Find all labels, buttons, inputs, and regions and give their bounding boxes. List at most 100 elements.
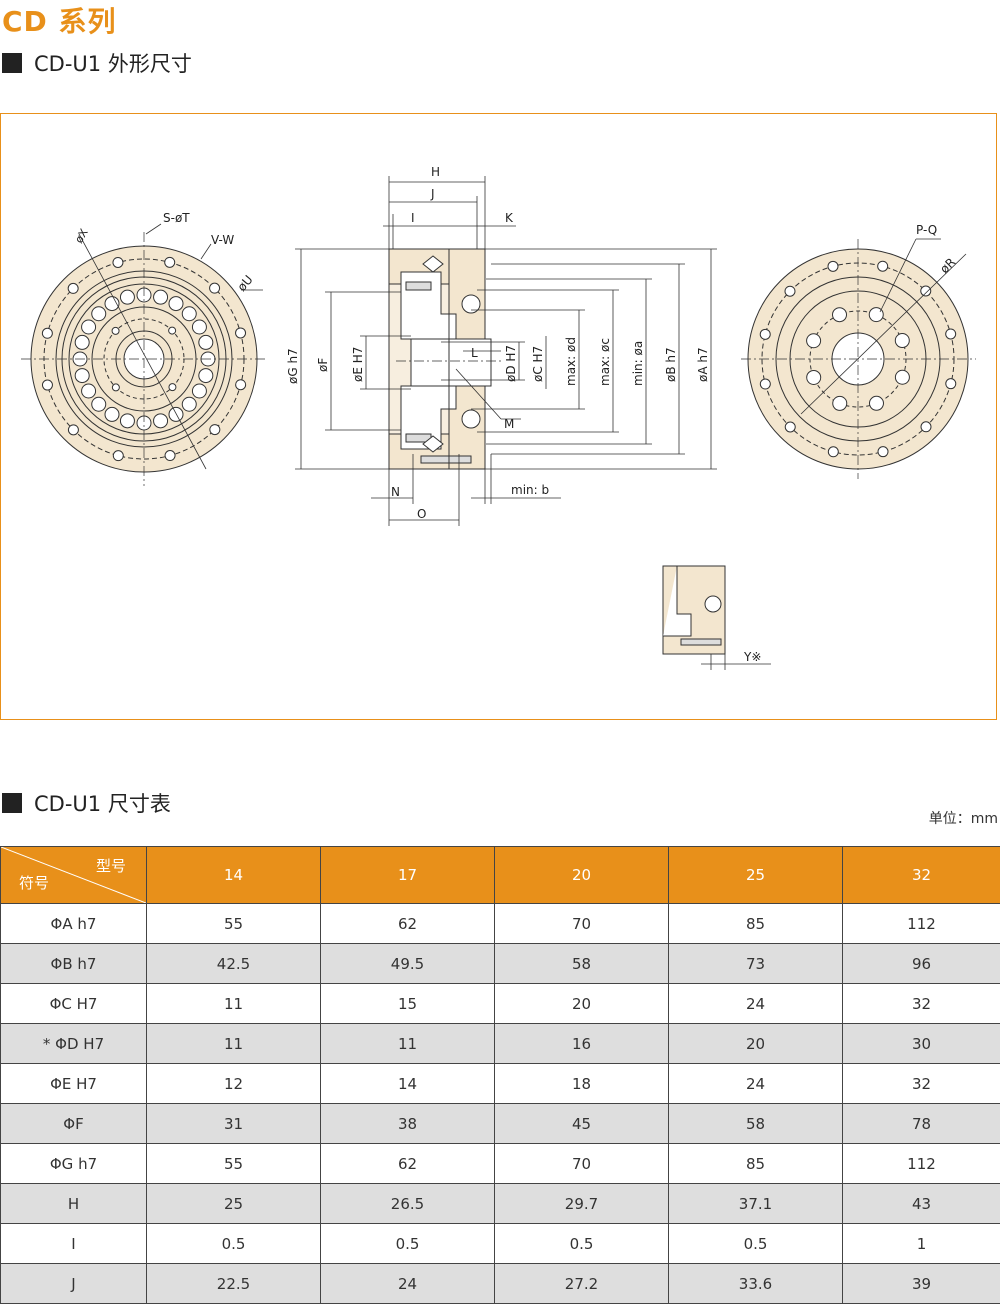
value-cell: 11 — [146, 1023, 321, 1064]
value-cell: 70 — [494, 1143, 669, 1184]
value-cell: 112 — [842, 903, 1000, 944]
outline-section-title: CD-U1 外形尺寸 — [34, 52, 192, 76]
table-section-title: CD-U1 尺寸表 — [34, 792, 171, 816]
bolt-hole-icon — [827, 260, 839, 272]
roller-icon — [91, 396, 107, 412]
label-y: Y※ — [743, 650, 761, 664]
roller-icon — [119, 413, 135, 429]
value-cell: 26.5 — [320, 1183, 495, 1224]
row-symbol-cell: ΦA h7 — [0, 903, 147, 944]
value-cell: 12 — [146, 1063, 321, 1104]
section-square-icon — [2, 53, 22, 73]
value-cell: 0.5 — [320, 1223, 495, 1264]
label-max-d: max: ød — [564, 337, 578, 386]
value-cell: 58 — [494, 943, 669, 984]
label-j: J — [430, 187, 435, 201]
value-cell: 24 — [668, 1063, 843, 1104]
label-x: øX — [72, 226, 91, 245]
row-symbol-cell: ΦG h7 — [0, 1143, 147, 1184]
roller-icon — [181, 396, 197, 412]
bolt-hole-icon — [806, 369, 822, 385]
value-cell: 78 — [842, 1103, 1000, 1144]
table-section-heading: CD-U1 尺寸表 — [2, 788, 171, 818]
value-cell: 42.5 — [146, 943, 321, 984]
bolt-hole-icon — [67, 282, 79, 294]
roller-icon — [74, 334, 90, 350]
bolt-hole-icon — [877, 446, 889, 458]
label-c: øC H7 — [531, 346, 545, 382]
value-cell: 16 — [494, 1023, 669, 1064]
label-m: M — [504, 417, 514, 431]
row-symbol-cell: ΦC H7 — [0, 983, 147, 1024]
value-cell: 96 — [842, 943, 1000, 984]
value-cell: 30 — [842, 1023, 1000, 1064]
value-cell: 24 — [320, 1263, 495, 1304]
roller-icon — [198, 368, 214, 384]
bolt-hole-icon — [67, 424, 79, 436]
value-cell: 58 — [668, 1103, 843, 1144]
value-cell: 62 — [320, 1143, 495, 1184]
bolt-hole-icon — [41, 379, 53, 391]
roller-icon — [104, 406, 120, 422]
outline-drawing: øX S-øT V-W øU — [21, 165, 976, 670]
bolt-hole-icon — [877, 260, 889, 272]
model-header: 14 — [146, 846, 321, 904]
bolt-hole-icon — [759, 378, 771, 390]
bolt-hole-icon — [894, 369, 910, 385]
bolt-hole-icon — [945, 378, 957, 390]
value-cell: 11 — [320, 1023, 495, 1064]
roller-icon — [153, 413, 169, 429]
value-cell: 0.5 — [494, 1223, 669, 1264]
roller-icon — [81, 383, 97, 399]
roller-icon — [191, 383, 207, 399]
value-cell: 31 — [146, 1103, 321, 1144]
bolt-hole-icon — [868, 307, 884, 323]
label-p-q: P-Q — [916, 223, 937, 237]
table-corner-cell: 型号 符号 — [0, 846, 147, 904]
bolt-hole-icon — [168, 383, 177, 392]
bolt-hole-icon — [920, 285, 932, 297]
row-symbol-cell: I — [0, 1223, 147, 1264]
roller-icon — [181, 306, 197, 322]
corner-model-label: 型号 — [95, 857, 126, 875]
row-symbol-cell: H — [0, 1183, 147, 1224]
label-s-t: S-øT — [163, 211, 190, 225]
value-cell: 38 — [320, 1103, 495, 1144]
corner-symbol-label: 符号 — [19, 874, 50, 892]
model-header: 17 — [320, 846, 495, 904]
row-symbol-cell: ΦB h7 — [0, 943, 147, 984]
roller-icon — [104, 296, 120, 312]
value-cell: 85 — [668, 903, 843, 944]
value-cell: 55 — [146, 1143, 321, 1184]
value-cell: 85 — [668, 1143, 843, 1184]
bolt-hole-icon — [209, 424, 221, 436]
roller-icon — [153, 289, 169, 305]
value-cell: 43 — [842, 1183, 1000, 1224]
value-cell: 1 — [842, 1223, 1000, 1264]
roller-icon — [81, 319, 97, 335]
unit-label: 单位：mm — [928, 811, 998, 827]
value-cell: 32 — [842, 1063, 1000, 1104]
label-l: L — [471, 346, 478, 360]
label-f: øF — [316, 358, 330, 372]
bolt-hole-icon — [920, 421, 932, 433]
bolt-hole-icon — [111, 383, 120, 392]
bolt-hole-icon — [894, 333, 910, 349]
label-max-c: max: øc — [598, 338, 612, 386]
label-a: øA h7 — [696, 347, 710, 382]
value-cell: 32 — [842, 983, 1000, 1024]
bolt-hole-icon — [832, 307, 848, 323]
bolt-hole-icon — [112, 256, 124, 268]
bolt-hole-icon — [784, 421, 796, 433]
value-cell: 45 — [494, 1103, 669, 1144]
value-cell: 55 — [146, 903, 321, 944]
row-symbol-cell: * ΦD H7 — [0, 1023, 147, 1064]
